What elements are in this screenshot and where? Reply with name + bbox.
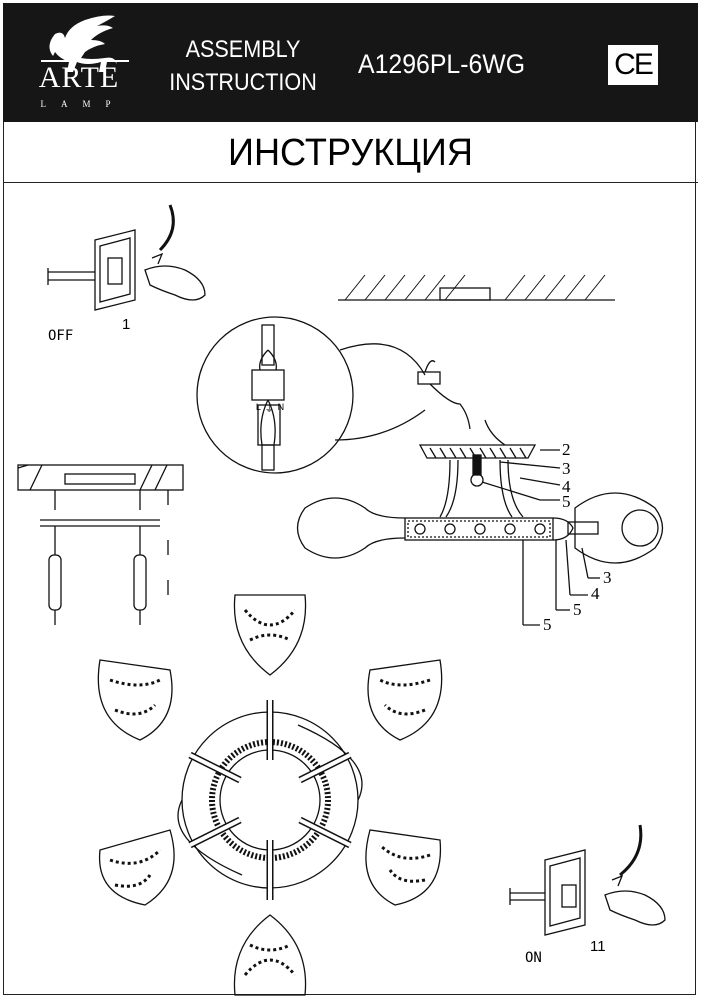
terminal-neutral: N <box>277 402 285 412</box>
document-type: ASSEMBLY INSTRUCTION <box>162 33 324 99</box>
ceiling-icon <box>338 274 615 301</box>
ce-mark-icon: CE <box>608 45 658 85</box>
side-view-chandelier <box>296 419 664 626</box>
terminal-earth-icon: ⏚ <box>264 404 274 414</box>
terminal-live: L <box>255 402 261 412</box>
terminal-labels: L ⏚ N <box>254 402 286 415</box>
page-title: ИНСТРУКЦИЯ <box>228 132 473 174</box>
wall-switch-on-icon <box>509 824 666 936</box>
callout-4-lower: 4 <box>591 584 600 603</box>
switch-on-label: ON <box>525 950 542 966</box>
brand-subtitle: LAMP <box>40 99 126 109</box>
model-number: A1296PL-6WG <box>358 49 526 79</box>
doc-type-line2: INSTRUCTION <box>169 69 317 96</box>
glass-shade-icons <box>97 594 443 996</box>
step-number-1: 1 <box>122 316 131 333</box>
step-number-11: 11 <box>590 938 606 955</box>
header-bar: ARTE LAMP ASSEMBLY INSTRUCTION A1296PL-6… <box>3 3 698 122</box>
doc-type-line1: ASSEMBLY <box>185 36 301 63</box>
callout-3: 3 <box>562 459 571 478</box>
brand-name: ARTE <box>38 61 120 94</box>
top-view-chandelier <box>97 594 443 996</box>
callout-5-lower: 5 <box>573 600 582 619</box>
mounting-plate-diagram <box>17 464 184 625</box>
callout-4: 4 <box>562 477 571 496</box>
griffin-logo-icon <box>41 15 129 72</box>
wall-switch-off-icon <box>47 204 206 311</box>
callout-5: 5 <box>562 492 571 511</box>
callout-3-lower: 3 <box>603 568 612 587</box>
title-band: ИНСТРУКЦИЯ <box>3 122 698 183</box>
callout-2: 2 <box>562 440 571 459</box>
switch-off-label: OFF <box>48 328 74 344</box>
callout-5-bottom: 5 <box>543 615 552 634</box>
wiring-detail-magnifier <box>196 316 426 474</box>
wire-connector-icon <box>417 360 471 430</box>
